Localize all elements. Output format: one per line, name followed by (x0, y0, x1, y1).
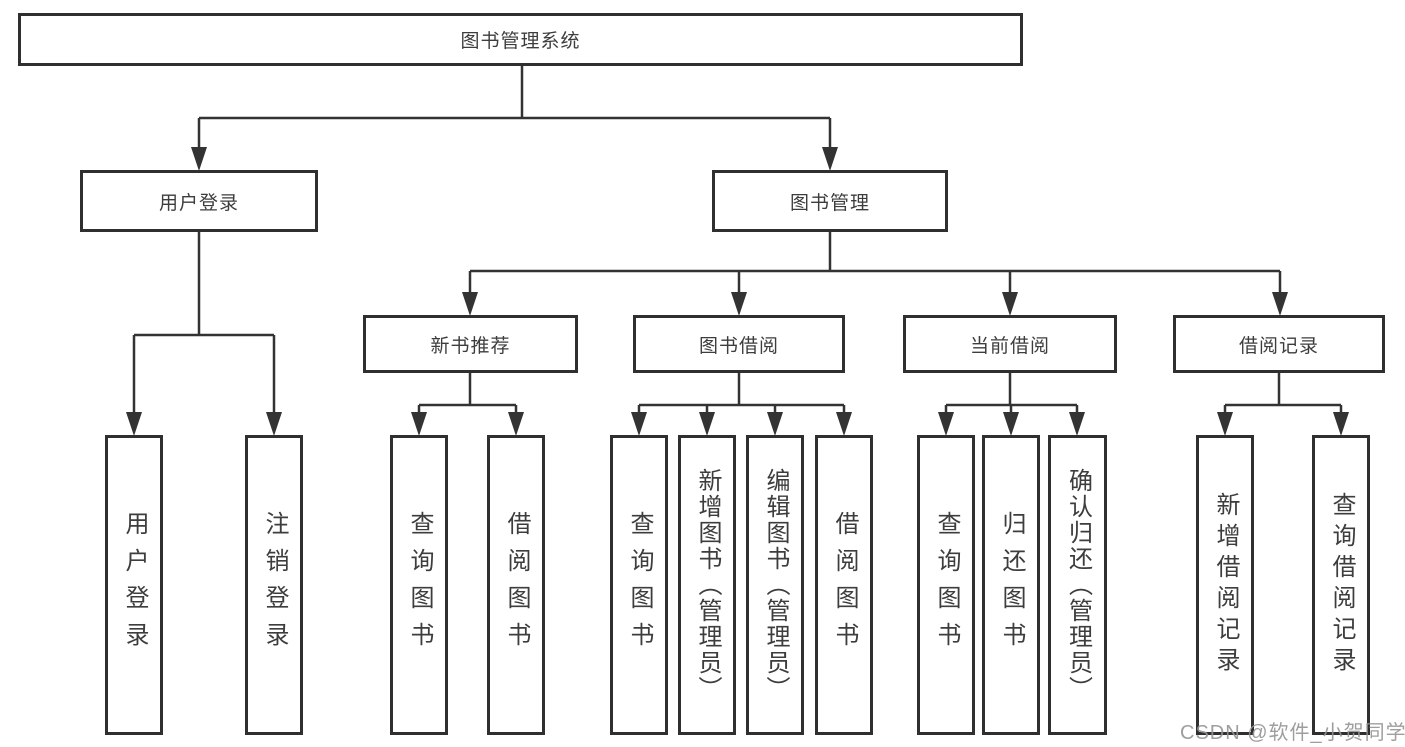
node-library-system: 图书管理系统 (18, 13, 1023, 66)
leaf-user-login: 用户登录 (105, 435, 163, 735)
leaf-nbr-query-books: 查询图书 (390, 435, 448, 735)
leaf-bb-borrow-books: 借阅图书 (815, 435, 873, 735)
node-book-borrowing: 图书借阅 (633, 315, 845, 373)
node-book-management: 图书管理 (712, 170, 948, 232)
leaf-bb-edit-books-admin: 编辑图书（管理员） (746, 435, 804, 735)
leaf-cb-confirm-return-admin: 确认归还（管理员） (1048, 435, 1107, 735)
leaf-br-query-record: 查询借阅记录 (1312, 435, 1370, 735)
node-current-borrowing: 当前借阅 (903, 315, 1117, 373)
leaf-br-add-record: 新增借阅记录 (1196, 435, 1254, 735)
csdn-watermark: CSDN @软件_小贺同学 (1180, 722, 1405, 744)
node-new-book-recommend: 新书推荐 (363, 315, 578, 373)
leaf-nbr-borrow-books: 借阅图书 (487, 435, 545, 735)
node-borrowing-records: 借阅记录 (1173, 315, 1385, 373)
leaf-logout: 注销登录 (245, 435, 303, 735)
leaf-bb-query-books: 查询图书 (610, 435, 668, 735)
leaf-cb-query-books: 查询图书 (917, 435, 975, 735)
node-user-login: 用户登录 (80, 170, 318, 232)
leaf-bb-add-books-admin: 新增图书（管理员） (678, 435, 736, 735)
leaf-cb-return-books: 归还图书 (982, 435, 1040, 735)
